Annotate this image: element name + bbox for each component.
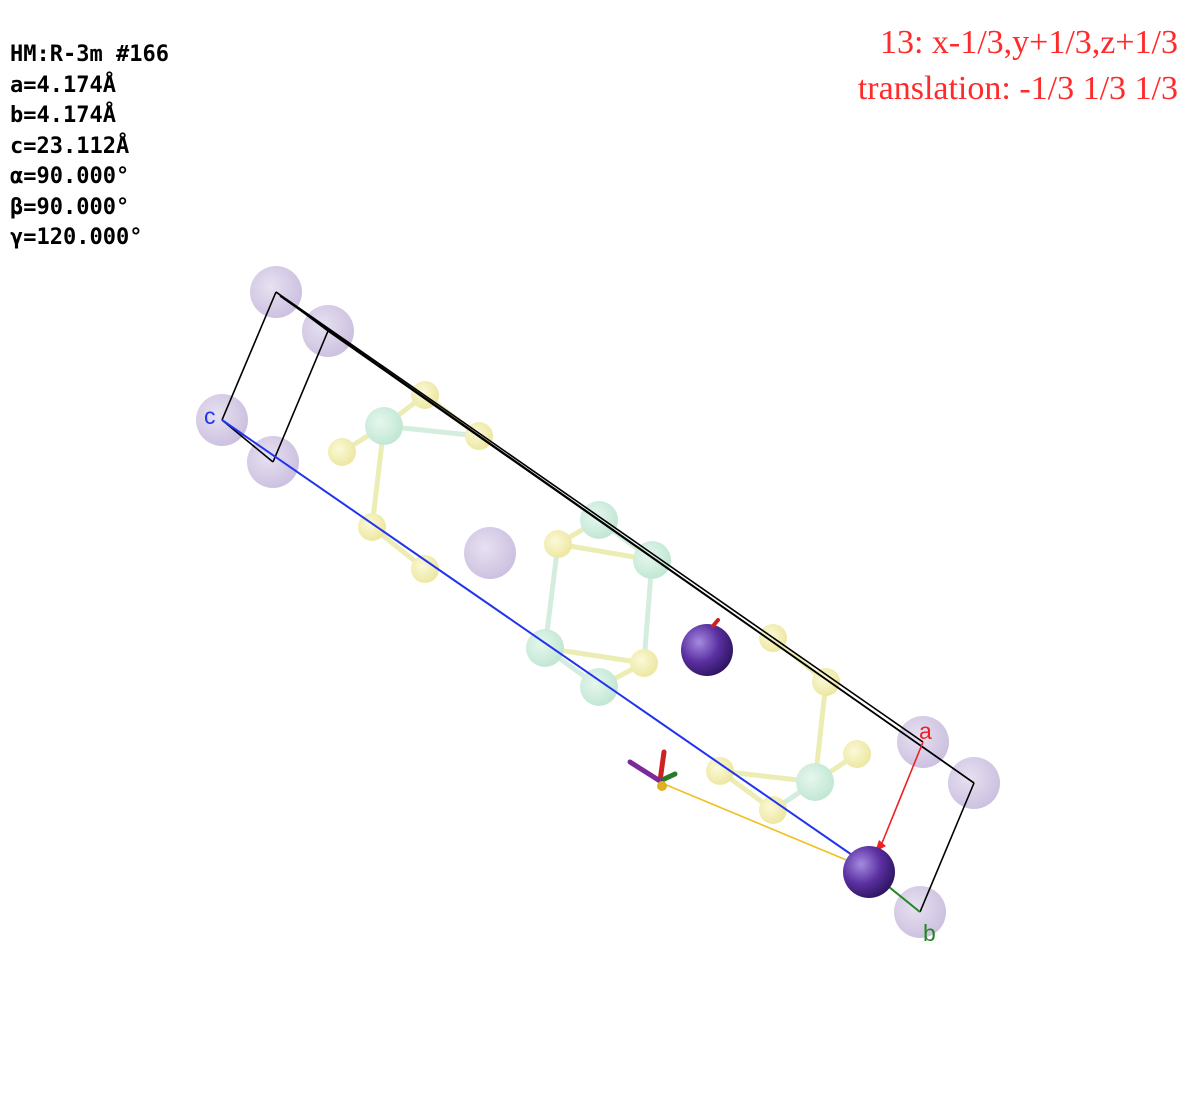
symmetry-operation-label: 13: x-1/3,y+1/3,z+1/3 (879, 24, 1178, 61)
a-axis-label: a (919, 718, 932, 744)
large-atom[interactable] (681, 624, 733, 676)
triad-z-axis (627, 759, 663, 784)
ghost-yellow-atom (706, 757, 734, 785)
ghost-yellow-atom (411, 555, 439, 583)
solid-atoms[interactable] (681, 618, 895, 898)
ghost-yellow-atoms (328, 381, 871, 824)
ghost-green-atom (526, 629, 564, 667)
ghost-yellow-atom (843, 740, 871, 768)
ghost-green-atom (365, 407, 403, 445)
triad-x-axis (657, 749, 667, 784)
translation-label: translation: -1/3 1/3 1/3 (857, 70, 1178, 107)
cell-a-label: a=4.174Å (10, 72, 116, 98)
cell-c-label: c=23.112Å (10, 133, 130, 159)
b-axis-label: b (923, 920, 936, 946)
atom-vector-stub (711, 618, 720, 628)
cell-alpha-label: α=90.000° (10, 164, 130, 189)
triad-y-axis (657, 771, 678, 784)
c-axis-line (221, 419, 869, 867)
ghost-yellow-atom (358, 513, 386, 541)
orientation-triad (627, 749, 678, 791)
ghost-green-atom (633, 541, 671, 579)
ghost-green-atom (796, 763, 834, 801)
unit-cell (221, 291, 975, 913)
cell-parameters: HM:R-3m #166 a=4.174Å b=4.174Å c=23.112Å… (10, 40, 169, 254)
ghost-yellow-atom (630, 649, 658, 677)
cell-b-label: b=4.174Å (10, 103, 116, 128)
ghost-yellow-atom (759, 796, 787, 824)
a-axis-line (879, 741, 924, 849)
ghost-green-atoms (365, 407, 834, 801)
space-group-label: HM:R-3m #166 (10, 42, 169, 67)
ghost-green-atom (580, 668, 618, 706)
ghost-large-atoms (196, 266, 1000, 938)
ghost-bonds (339, 392, 860, 813)
symmetry-operation-panel: 13: x-1/3,y+1/3,z+1/3 translation: -1/3 … (858, 20, 1178, 112)
cell-gamma-label: γ=120.000° (10, 225, 143, 250)
ghost-large-atom (464, 527, 516, 579)
cell-beta-label: β=90.000° (10, 194, 130, 220)
ghost-yellow-atom (328, 438, 356, 466)
c-axis-label: c (204, 403, 216, 429)
translation-vector (663, 783, 869, 870)
ghost-yellow-atom (544, 530, 572, 558)
large-atom[interactable] (843, 846, 895, 898)
triad-origin (657, 781, 667, 791)
